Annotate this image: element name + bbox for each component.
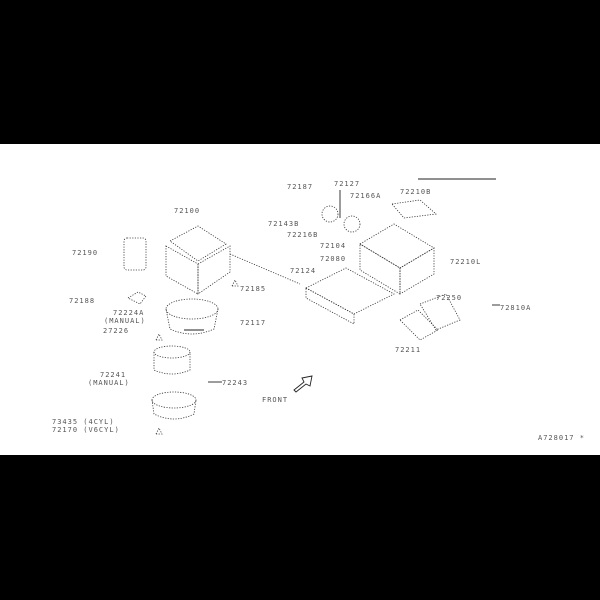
part-label: 72190 [72, 249, 99, 257]
part-label: 72185 [240, 285, 267, 293]
part-label: 72124 [290, 267, 317, 275]
heater-case [165, 225, 301, 335]
part-label: 72241 [100, 371, 127, 379]
part-label: 72810A [500, 304, 532, 312]
part-label: 27226 [103, 327, 130, 335]
part-label: 72210B [400, 188, 432, 196]
part-label: 73435 (4CYL) [52, 418, 115, 426]
part-label: 72211 [395, 346, 422, 354]
part-label: 72170 (V6CYL) [52, 426, 120, 434]
part-label: 72243 [222, 379, 249, 387]
part-label: 72210L [450, 258, 482, 266]
part-label: 72117 [240, 319, 267, 327]
part-label: 72127 [334, 180, 361, 188]
part-label: 72100 [174, 207, 201, 215]
letterbox-top [0, 0, 600, 144]
part-label: 72143B [268, 220, 300, 228]
part-label: 72216B [287, 231, 319, 239]
blower-fan [153, 329, 204, 375]
part-label: 72080 [320, 255, 347, 263]
letterbox-bottom [0, 455, 600, 600]
part-label: 72166A [350, 192, 382, 200]
part-label: 72188 [69, 297, 96, 305]
part-label: 72250 [436, 294, 463, 302]
part-label: (MANUAL) [88, 379, 130, 387]
part-label: 72187 [287, 183, 314, 191]
ac-unit [305, 190, 500, 341]
blower-motor [151, 381, 222, 420]
diagram-drawing [123, 178, 500, 435]
part-label: 72224A [113, 309, 145, 317]
part-label: FRONT [262, 396, 289, 404]
part-label: A728017 * [538, 434, 585, 442]
part-label: 72104 [320, 242, 347, 250]
part-label: (MANUAL) [104, 317, 146, 325]
